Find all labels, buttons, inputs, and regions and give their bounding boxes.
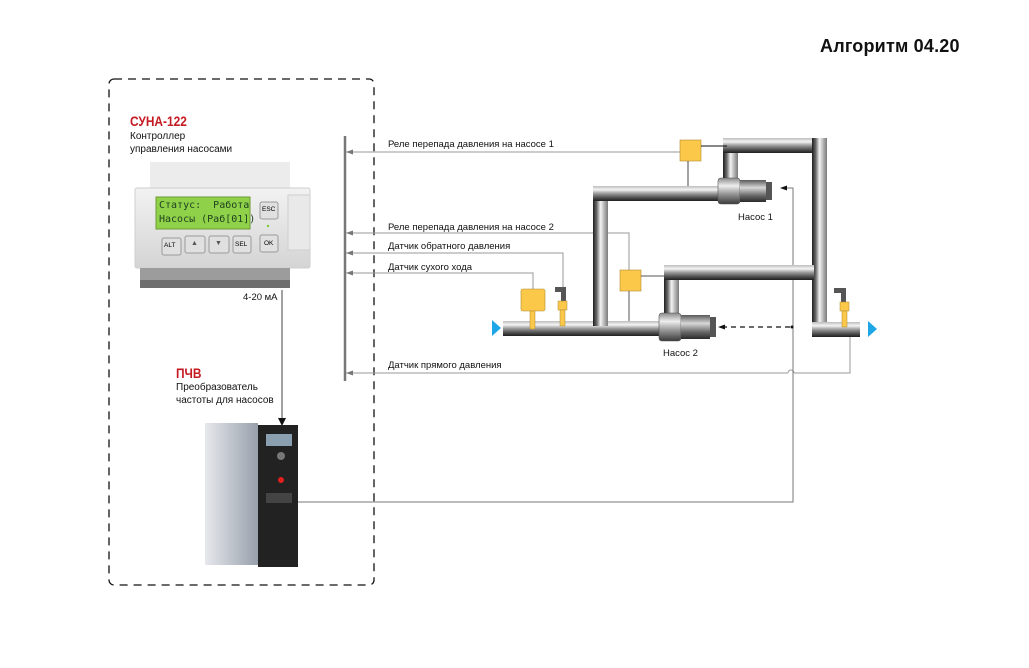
controller-device (134, 162, 311, 288)
up-button-icon: ▲ (191, 240, 198, 247)
alt-button: ALT (164, 242, 176, 249)
down-button-icon: ▼ (215, 240, 222, 247)
signal-line-dry-run (346, 272, 534, 290)
signal-label-direct-pressure: Датчик прямого давления (388, 360, 502, 371)
pressure-relay-pump2 (619, 269, 642, 292)
signal-label-dry-run: Датчик сухого хода (388, 262, 473, 273)
esc-button: ESC (262, 206, 276, 213)
return-pressure-sensor (555, 287, 568, 327)
inlet-flow-arrow-icon (492, 320, 501, 336)
signal-label-relay-pump2: Реле перепада давления на насосе 2 (388, 222, 554, 233)
pump-2-label: Насос 2 (663, 348, 698, 359)
vfd-name: ПЧВ (176, 365, 202, 381)
signal-line-return-pressure (346, 252, 564, 287)
vfd-device (205, 423, 298, 567)
vfd-description: Преобразователь частоты для насосов (176, 381, 274, 407)
sel-button: SEL (235, 241, 248, 248)
controller-description-line1: Контроллер (130, 131, 186, 142)
controller-description: Контроллер управления насосами (130, 130, 232, 156)
controller-description-line2: управления насосами (130, 144, 233, 155)
direct-pressure-sensor (834, 288, 850, 328)
lcd-line-2: Насосы (Раб[01]) (159, 214, 256, 225)
pump-1-graphic (717, 177, 772, 205)
controller-name: СУНА-122 (130, 113, 187, 129)
signal-label-relay-pump1: Реле перепада давления на насосе 1 (388, 139, 554, 150)
pressure-relay-pump1 (679, 139, 702, 162)
analog-output-label: 4-20 мА (243, 292, 278, 303)
signal-label-return-pressure: Датчик обратного давления (388, 241, 511, 252)
pipe-network (503, 138, 860, 337)
vfd-description-line2: частоты для насосов (176, 395, 274, 406)
pump-2-graphic (658, 312, 716, 342)
vfd-description-line1: Преобразователь (176, 382, 258, 393)
lcd-line-1: Статус: Работа (159, 200, 250, 211)
outlet-flow-arrow-icon (868, 321, 877, 337)
dry-run-sensor (520, 288, 546, 330)
controller-buttons (161, 201, 279, 256)
algorithm-title: Алгоритм 04.20 (820, 36, 960, 56)
control-cabinet-boundary (108, 78, 375, 586)
signal-line-relay-pump2 (346, 232, 630, 270)
vfd-output-line (298, 187, 794, 503)
pump-1-label: Насос 1 (738, 212, 773, 223)
ok-button: OK (264, 240, 274, 247)
